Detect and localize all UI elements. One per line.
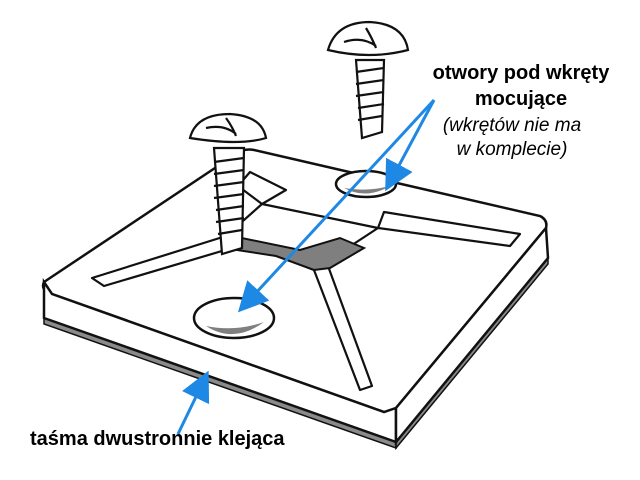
screws-note: (wkrętów nie ma w komplecie) [412, 114, 612, 162]
screw-icon [188, 112, 268, 256]
tape-arrow [176, 370, 210, 435]
cross-ribs [90, 170, 522, 392]
screw-icon [326, 20, 410, 140]
back-mounting-hole-shadow [344, 186, 390, 194]
base-plate-side [394, 224, 550, 446]
screws-note-line1: (wkrętów nie ma [442, 115, 582, 136]
holes-label-line1: otwory pod wkręty [432, 62, 610, 84]
holes-arrows [237, 98, 436, 313]
screws-note-line2: w komplecie) [456, 139, 568, 160]
holes-label: otwory pod wkręty mocujące [412, 60, 630, 112]
tape-label: taśma dwustronnie klejąca [30, 428, 285, 450]
holes-label-line2: mocujące [474, 88, 568, 110]
front-mounting-hole-shadow [206, 322, 264, 335]
